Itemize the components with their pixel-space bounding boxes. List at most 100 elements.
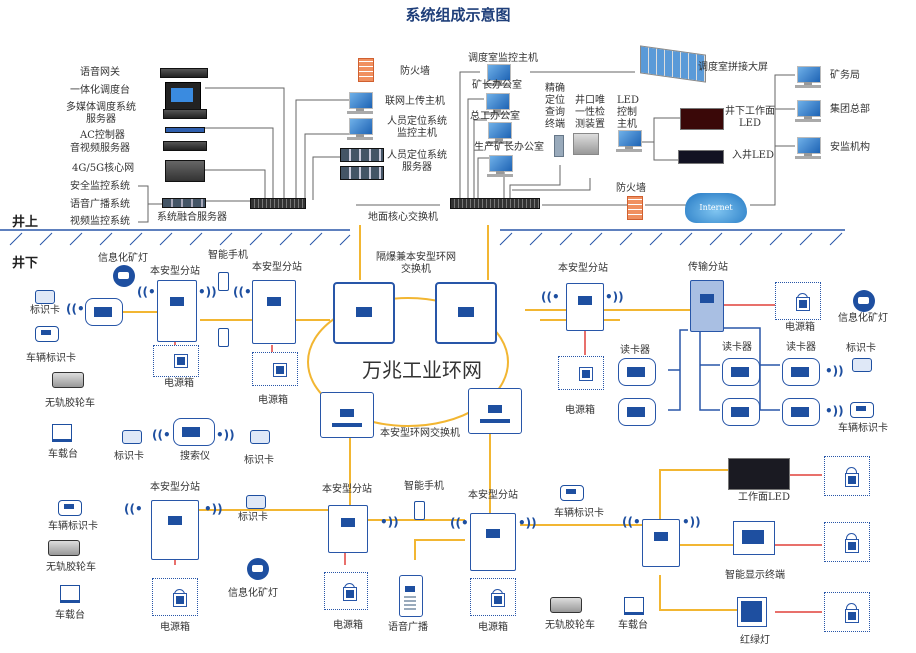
wellhead-gate-icon xyxy=(573,133,599,155)
surface-wires xyxy=(138,71,795,223)
smart-phone-icon-1 xyxy=(218,272,229,291)
office-production-monitor xyxy=(487,155,513,177)
ring-switch-right xyxy=(468,388,522,434)
multimedia-server-device xyxy=(163,109,207,119)
card-reader-5 xyxy=(782,358,820,386)
label-id-card-2: 标识卡 xyxy=(114,451,144,462)
core-switch-left xyxy=(250,198,306,209)
label-phone-1: 智能手机 xyxy=(208,250,248,261)
substation-4 xyxy=(151,500,199,560)
fusion-server-device xyxy=(162,198,206,208)
ground-hatch xyxy=(9,232,843,246)
explosion-switch-right xyxy=(435,282,497,344)
av-server-device xyxy=(163,141,207,151)
power-box-3 xyxy=(558,356,604,390)
label-power-box-3: 电源箱 xyxy=(565,405,595,416)
vehicle-terminal-icon-1 xyxy=(52,424,72,442)
id-card-icon-2 xyxy=(122,430,142,444)
label-upload-host: 联网上传主机 xyxy=(385,96,445,107)
wireless-icon: ((• xyxy=(137,285,156,299)
wireless-icon: ((• xyxy=(124,502,143,516)
id-card-icon-4 xyxy=(852,358,872,372)
label-av-server: 音视频服务器 xyxy=(70,143,130,154)
label-broadcast-system: 语音广播系统 xyxy=(70,199,130,210)
card-reader-6 xyxy=(782,398,820,426)
label-voice-gateway: 语音网关 xyxy=(80,67,120,78)
label-truck-1: 无轨胶轮车 xyxy=(45,398,95,409)
face-led-screen xyxy=(728,458,790,490)
internet-cloud-icon: Internet xyxy=(685,193,747,223)
label-broadcast: 语音广播 xyxy=(388,622,428,633)
label-truck-2: 无轨胶轮车 xyxy=(46,562,96,573)
label-explosion-switch: 隔爆兼本安型环网交换机 xyxy=(376,252,456,275)
mine-lamp-icon-3 xyxy=(247,558,269,580)
label-card-reader-3: 读卡器 xyxy=(786,342,816,353)
broadcast-device xyxy=(399,575,423,617)
wireless-icon: •)) xyxy=(198,285,217,299)
substation-1 xyxy=(157,280,197,342)
power-box-2 xyxy=(252,352,298,386)
positioning-server-2 xyxy=(340,166,384,180)
label-safety-agency: 安监机构 xyxy=(830,142,870,153)
wireless-icon: ((• xyxy=(622,515,641,529)
label-phone-2: 智能手机 xyxy=(404,481,444,492)
label-face-led: 工作面LED xyxy=(738,492,790,503)
ac-controller-device xyxy=(165,127,205,133)
wireless-icon: ((• xyxy=(450,516,469,530)
label-vehicle-terminal-3: 车载台 xyxy=(618,620,648,631)
label-substation-1: 本安型分站 xyxy=(150,266,200,277)
label-power-box-5: 电源箱 xyxy=(160,622,190,633)
vehicle-terminal-icon-2 xyxy=(60,585,80,603)
truck-icon-3 xyxy=(550,597,582,613)
label-vehicle-card-3: 车辆标识卡 xyxy=(48,521,98,532)
smart-phone-icon-2 xyxy=(218,328,229,347)
label-group-hq: 集团总部 xyxy=(830,104,870,115)
wireless-icon: ((• xyxy=(66,302,85,316)
label-lamp-1: 信息化矿灯 xyxy=(98,253,148,264)
label-positioning-monitor: 人员定位系统监控主机 xyxy=(387,116,447,139)
label-office-production: 生产矿长办公室 xyxy=(474,142,544,153)
wireless-icon: ((• xyxy=(541,290,560,304)
label-card-reader-2: 读卡器 xyxy=(722,342,752,353)
mine-lamp-icon-1 xyxy=(113,265,135,287)
label-multimedia-server: 多媒体调度系统服务器 xyxy=(66,102,136,125)
label-substation-5: 本安型分站 xyxy=(322,484,372,495)
wireless-icon: ((• xyxy=(152,428,171,442)
mine-lamp-icon-2 xyxy=(853,290,875,312)
label-ring-switch: 本安型环网交换机 xyxy=(380,428,460,439)
reader-links xyxy=(668,327,780,411)
wireless-icon: •)) xyxy=(682,515,701,529)
label-core-network: 4G/5G核心网 xyxy=(72,163,135,174)
power-box-1 xyxy=(153,345,199,377)
smart-display-device xyxy=(733,521,775,555)
zone-underground: 井下 xyxy=(12,256,39,271)
wireless-icon: •)) xyxy=(825,364,844,378)
office-director-monitor xyxy=(484,93,510,115)
label-power-box-1: 电源箱 xyxy=(164,378,194,389)
power-box-5 xyxy=(152,578,198,616)
wireless-icon: •)) xyxy=(216,428,235,442)
power-box-6 xyxy=(324,572,368,610)
label-substation-2: 本安型分站 xyxy=(252,262,302,273)
card-reader-2 xyxy=(618,398,656,426)
label-power-box-7: 电源箱 xyxy=(478,622,508,633)
core-network-device xyxy=(165,160,205,182)
vehicle-card-icon-3 xyxy=(58,500,82,516)
label-safety-monitoring: 安全监控系统 xyxy=(70,181,130,192)
dispatch-monitor-icon xyxy=(485,64,511,86)
label-id-card-3: 标识卡 xyxy=(244,455,274,466)
label-power-box-6: 电源箱 xyxy=(333,620,363,631)
label-dispatch-console: 一体化调度台 xyxy=(70,85,130,96)
vehicle-card-icon-1 xyxy=(35,326,59,342)
power-box-10 xyxy=(824,592,870,632)
power-box-8 xyxy=(824,456,870,496)
firewall-top-icon xyxy=(358,58,374,82)
label-lamp-2: 信息化矿灯 xyxy=(838,313,888,324)
label-entry-led: 入井LED xyxy=(732,150,774,161)
label-video-wall: 调度室拼接大屏 xyxy=(698,62,768,73)
label-vehicle-card-1: 车辆标识卡 xyxy=(26,353,76,364)
power-box-9 xyxy=(824,522,870,562)
label-firewall-right: 防火墙 xyxy=(616,183,646,194)
label-vehicle-card-2: 车辆标识卡 xyxy=(838,423,888,434)
label-truck-3: 无轨胶轮车 xyxy=(545,620,595,631)
